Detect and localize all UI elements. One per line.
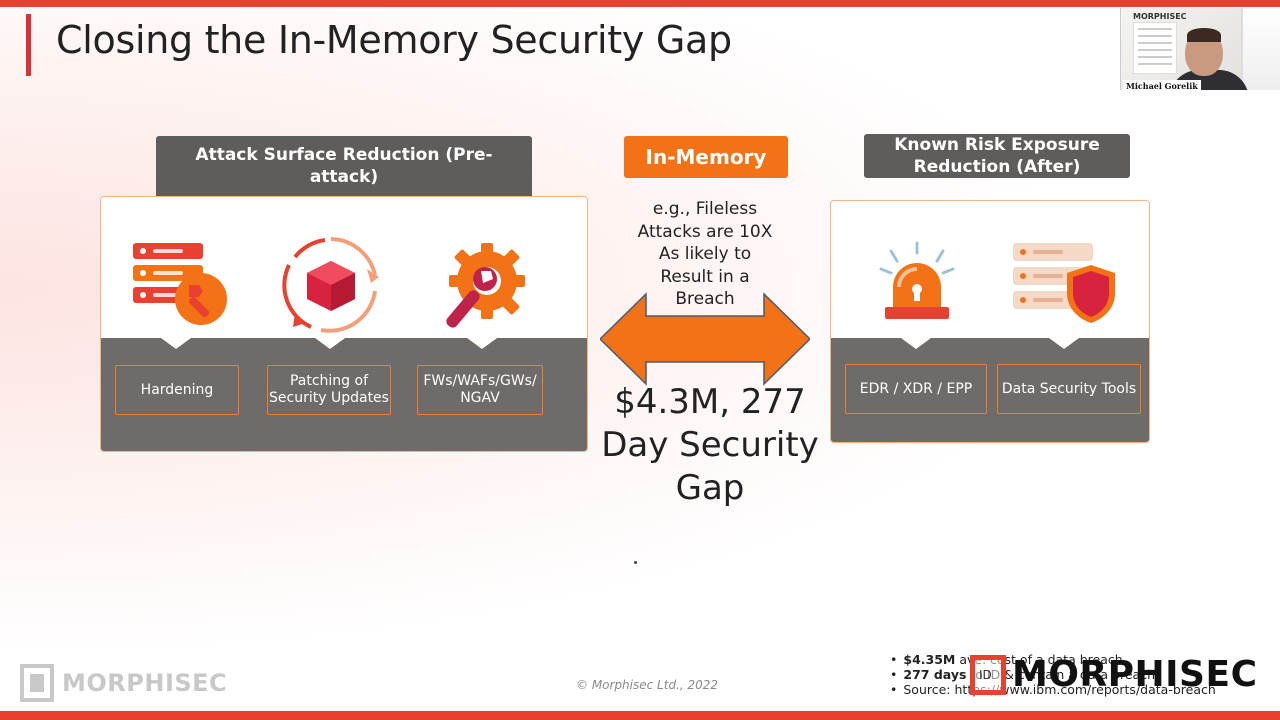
middle-section-header: In-Memory xyxy=(624,136,788,178)
server-wrench-icon xyxy=(133,243,227,325)
tile-hardening: Hardening xyxy=(115,365,239,415)
notch-arrow xyxy=(315,338,345,349)
morphisec-mark-icon xyxy=(20,664,54,702)
slide-title: Closing the In-Memory Security Gap xyxy=(56,18,732,62)
webcam-person-hair xyxy=(1187,28,1221,42)
notch-arrow xyxy=(1049,338,1079,349)
webcam-feed: MORPHISEC Michael Gorelik xyxy=(1120,8,1280,90)
webcam-logo: MORPHISEC xyxy=(1133,12,1187,21)
brand-mark-icon: ID xyxy=(970,654,1006,695)
patch-cycle-icon xyxy=(282,237,379,333)
left-section-header: Attack Surface Reduction (Pre-attack) xyxy=(156,136,532,196)
webcam-background-poster xyxy=(1133,22,1177,74)
right-icon-row xyxy=(831,201,1149,339)
left-section-panel: Hardening Patching of Security Updates F… xyxy=(100,196,588,452)
right-section-panel: EDR / XDR / EPP Data Security Tools xyxy=(830,200,1150,443)
left-icon-row xyxy=(101,197,587,339)
server-shield-icon xyxy=(1013,243,1115,323)
notch-arrow xyxy=(901,338,931,349)
tile-edr: EDR / XDR / EPP xyxy=(845,364,987,414)
speaker-name-tag: Michael Gorelik xyxy=(1123,80,1201,90)
big-stat: $4.3M, 277 Day Security Gap xyxy=(601,382,819,508)
bottom-accent-bar xyxy=(0,711,1280,720)
right-section-header: Known Risk Exposure Reduction (After) xyxy=(864,134,1130,178)
tile-data-security: Data Security Tools xyxy=(997,364,1141,414)
gear-wrench-icon xyxy=(446,243,525,328)
stray-dot xyxy=(634,561,637,564)
tile-patching: Patching of Security Updates xyxy=(267,365,391,415)
top-accent-bar xyxy=(0,0,1280,7)
brand-overlay: ID MORPHISEC xyxy=(970,654,1258,695)
right-tile-row: EDR / XDR / EPP Data Security Tools xyxy=(831,338,1149,442)
middle-description: e.g., Fileless Attacks are 10X As likely… xyxy=(637,199,773,309)
footnote-item: 277 days to ID & contain a data breach xyxy=(890,667,1216,682)
footer-copyright: © Morphisec Ltd., 2022 xyxy=(576,678,719,692)
title-accent-bar xyxy=(26,14,31,76)
left-tile-row: Hardening Patching of Security Updates F… xyxy=(101,338,587,451)
footer-logo: MORPHISEC xyxy=(20,664,227,702)
double-arrow-icon xyxy=(600,292,810,386)
webcam-background-window xyxy=(1241,8,1280,90)
alarm-siren-icon xyxy=(879,241,955,319)
notch-arrow xyxy=(467,338,497,349)
notch-arrow xyxy=(161,338,191,349)
tile-firewalls: FWs/WAFs/GWs/ NGAV xyxy=(417,365,543,415)
footer-logo-text: MORPHISEC xyxy=(62,669,228,697)
brand-overlay-text: MORPHISEC xyxy=(1012,654,1258,695)
